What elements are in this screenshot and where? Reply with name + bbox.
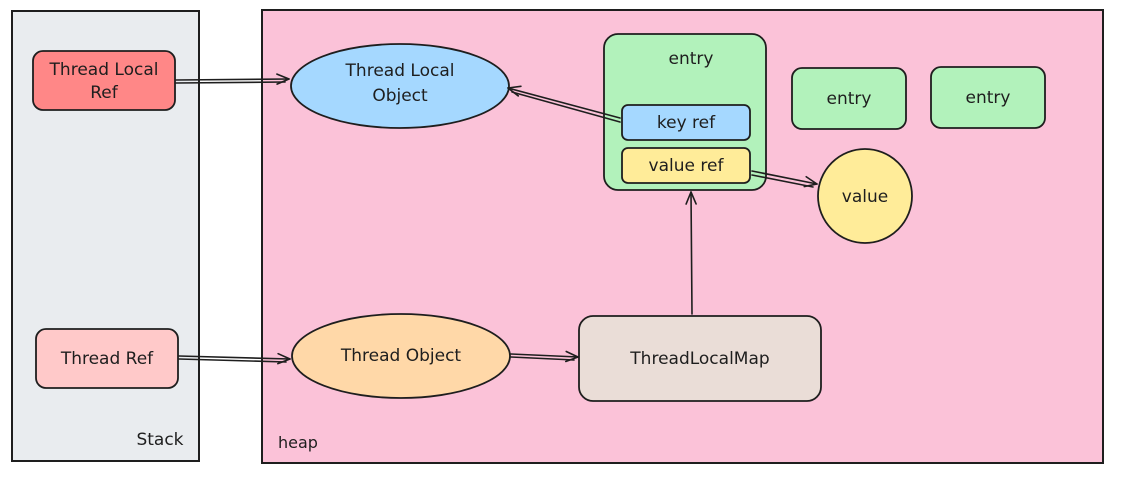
value-node: value (817, 148, 913, 244)
thread-local-ref-label-line2: Ref (90, 83, 119, 103)
thread-object-node: Thread Object (291, 313, 511, 399)
arrow-key-ref-to-object-sketch (511, 91, 621, 123)
key-ref-label: key ref (657, 113, 716, 133)
arrow-thread-local-ref-to-object (175, 73, 290, 85)
thread-ref-node: Thread Ref (35, 328, 179, 389)
thread-local-ref-node: Thread Local Ref (32, 50, 176, 111)
thread-object-label: Thread Object (340, 346, 462, 366)
value-label: value (842, 187, 888, 207)
value-ref-label: value ref (649, 156, 725, 176)
arrow-thread-ref-to-thread-object (178, 352, 291, 365)
arrow-thread-ref-to-thread-object-sketch (178, 358, 287, 363)
entry-3-label: entry (966, 88, 1011, 108)
arrow-key-ref-to-object (507, 85, 621, 119)
key-ref-node: key ref (621, 104, 751, 141)
heap-label: heap (278, 433, 318, 452)
thread-local-object-node: Thread Local Object (290, 43, 510, 129)
stack-label: Stack (136, 430, 183, 450)
entry-3-node: entry (930, 66, 1046, 129)
entry-2-node: entry (791, 67, 907, 130)
thread-local-map-node: ThreadLocalMap (578, 315, 822, 402)
arrow-thread-object-to-map-sketch (510, 356, 575, 361)
entry-main-label: entry (669, 49, 714, 69)
entry-2-label: entry (827, 89, 872, 109)
thread-local-object-label-line2: Object (372, 86, 428, 106)
arrow-thread-local-ref-to-object-sketch (175, 81, 286, 84)
thread-ref-label: Thread Ref (60, 349, 154, 369)
arrow-map-to-entry (685, 191, 697, 315)
thread-local-ref-label-line1: Thread Local (49, 60, 159, 80)
thread-local-object-label-line1: Thread Local (345, 61, 455, 81)
arrows (175, 73, 818, 365)
arrow-thread-object-to-map (510, 350, 579, 363)
thread-local-map-label: ThreadLocalMap (629, 349, 769, 369)
value-ref-node: value ref (621, 147, 751, 184)
arrow-value-ref-to-value-sketch (751, 174, 814, 188)
arrow-value-ref-to-value (751, 170, 818, 188)
